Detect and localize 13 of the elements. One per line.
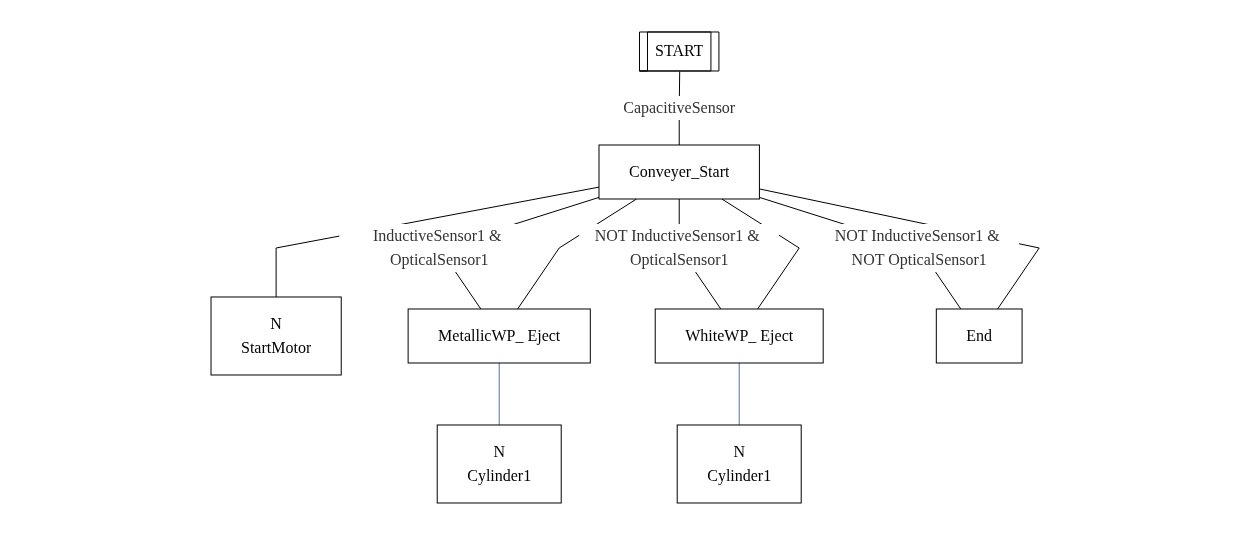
node-box: WhiteWP_ Eject: [654, 308, 824, 364]
node-box: Conveyer_Start: [598, 144, 760, 200]
edge-label: CapacitiveSensor: [623, 99, 736, 116]
node-box: MetallicWP_ Eject: [407, 308, 591, 364]
node-box: End: [935, 308, 1023, 364]
edge-label: NOT InductiveSensor1 & NOT OpticalSensor1: [834, 226, 1000, 268]
connector: [498, 362, 500, 426]
edge-label: InductiveSensor1 & OpticalSensor1: [372, 226, 502, 268]
edge-label: NOT InductiveSensor1 & OpticalSensor1: [594, 226, 760, 268]
node-box: N StartMotor: [210, 296, 342, 376]
node-box: N Cylinder1: [436, 424, 562, 504]
connector: [738, 362, 740, 426]
node-box: N Cylinder1: [676, 424, 802, 504]
